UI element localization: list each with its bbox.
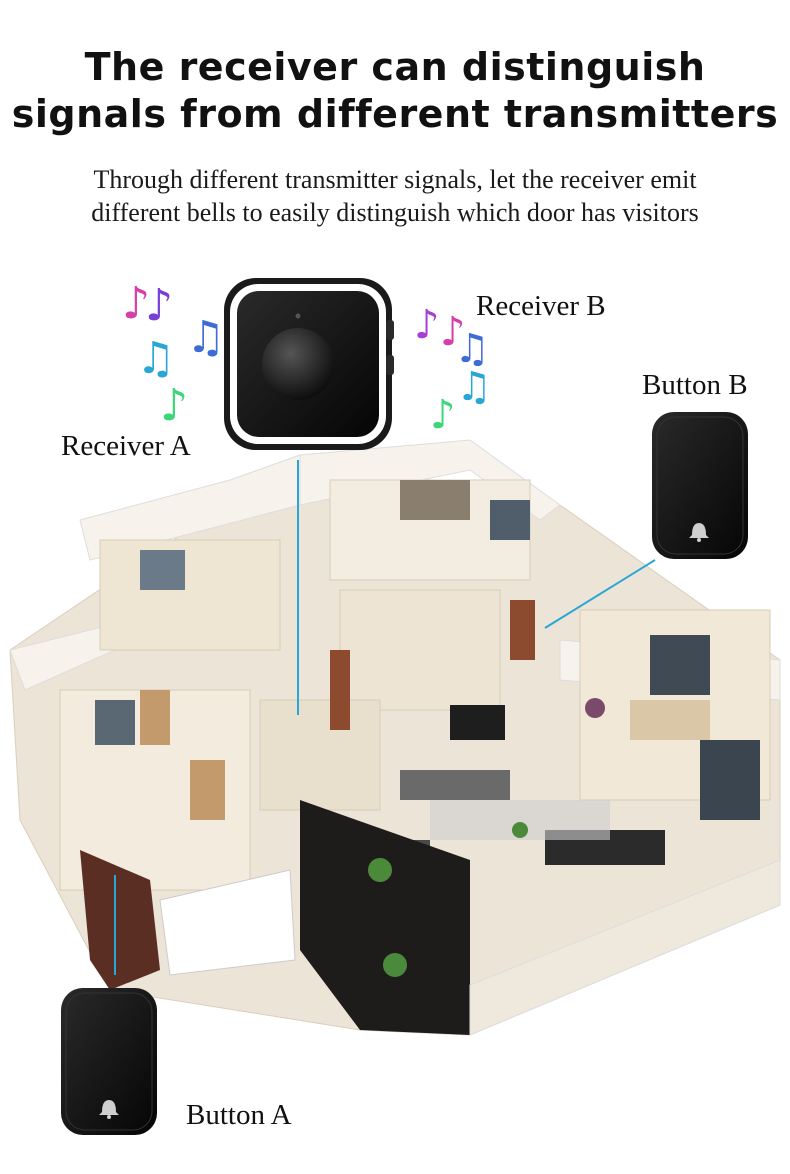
bell-icon [689,523,709,538]
music-notes-right: ♪ ♪ ♫ ♫ ♪ [414,302,492,438]
button-a-label: Button A [186,1099,292,1131]
music-notes-left: ♪ ♪ ♫ ♫ ♪ [122,278,225,431]
button-b-device [652,412,748,559]
music-note-icon: ♪ [430,392,456,438]
bell-icon [99,1100,119,1115]
receiver-b-label: Receiver B [476,290,606,322]
description-line-2: different bells to easily distinguish wh… [91,198,699,227]
button-b-label: Button B [642,369,748,401]
description: Through different transmitter signals, l… [0,163,790,229]
receiver-a-label: Receiver A [61,430,191,462]
house-floorplan [9,439,781,1036]
music-note-icon: ♫ [186,312,225,363]
headline-line-1: The receiver can distinguish [84,45,706,89]
description-line-1: Through different transmitter signals, l… [93,165,697,194]
music-note-icon: ♪ [440,309,466,355]
music-note-icon: ♪ [122,278,150,329]
music-note-icon: ♪ [414,302,440,348]
button-a-device [61,988,157,1135]
music-note-icon: ♫ [456,364,492,410]
music-note-icon: ♫ [454,326,490,372]
music-note-icon: ♪ [145,280,173,331]
music-note-icon: ♪ [160,380,188,431]
receiver-device [224,278,394,450]
headline: The receiver can distinguish signals fro… [0,44,790,138]
headline-line-2: signals from different transmitters [11,92,779,136]
button-b-connector-line [544,559,656,629]
music-note-icon: ♫ [136,333,175,384]
